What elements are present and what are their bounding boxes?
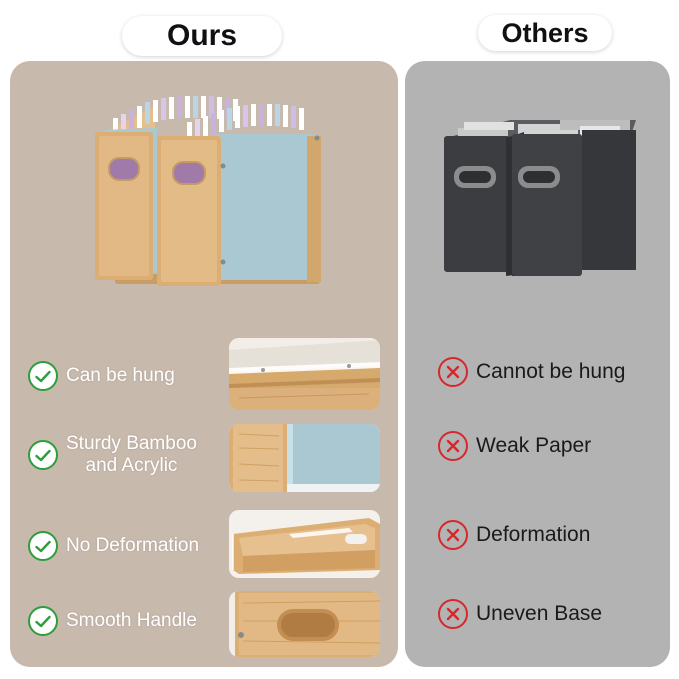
drawback-label: Uneven Base (476, 602, 603, 625)
drawback-label: Deformation (476, 523, 591, 546)
black-paper-file-box-image (444, 120, 636, 276)
check-icon (28, 361, 58, 391)
ours-header: Ours (122, 16, 282, 56)
check-icon (28, 440, 58, 470)
feature-label: Can be hung (66, 365, 175, 386)
feature-label: Sturdy Bamboo and Acrylic (66, 433, 197, 476)
no-deformation-detail-image (229, 510, 380, 578)
check-icon (28, 531, 58, 561)
drawback-item: Uneven Base (438, 599, 602, 629)
feature-item: No Deformation (28, 531, 199, 561)
bamboo-file-box-image (95, 96, 321, 286)
feature-item: Sturdy Bamboo and Acrylic (28, 433, 197, 477)
others-header: Others (478, 15, 612, 51)
drawback-label: Cannot be hung (476, 360, 626, 383)
feature-item: Smooth Handle (28, 606, 197, 636)
bamboo-acrylic-detail-image (229, 424, 380, 492)
x-icon (438, 599, 468, 629)
feature-item: Can be hung (28, 361, 175, 391)
check-icon (28, 606, 58, 636)
hanging-rail-detail-image (229, 338, 380, 410)
x-icon (438, 357, 468, 387)
x-icon (438, 431, 468, 461)
feature-label: No Deformation (66, 535, 200, 556)
drawback-item: Weak Paper (438, 431, 591, 461)
drawback-item: Cannot be hung (438, 357, 625, 387)
drawback-label: Weak Paper (476, 434, 592, 457)
smooth-handle-detail-image (229, 591, 380, 657)
x-icon (438, 520, 468, 550)
feature-label: Smooth Handle (66, 610, 197, 631)
drawback-item: Deformation (438, 520, 590, 550)
